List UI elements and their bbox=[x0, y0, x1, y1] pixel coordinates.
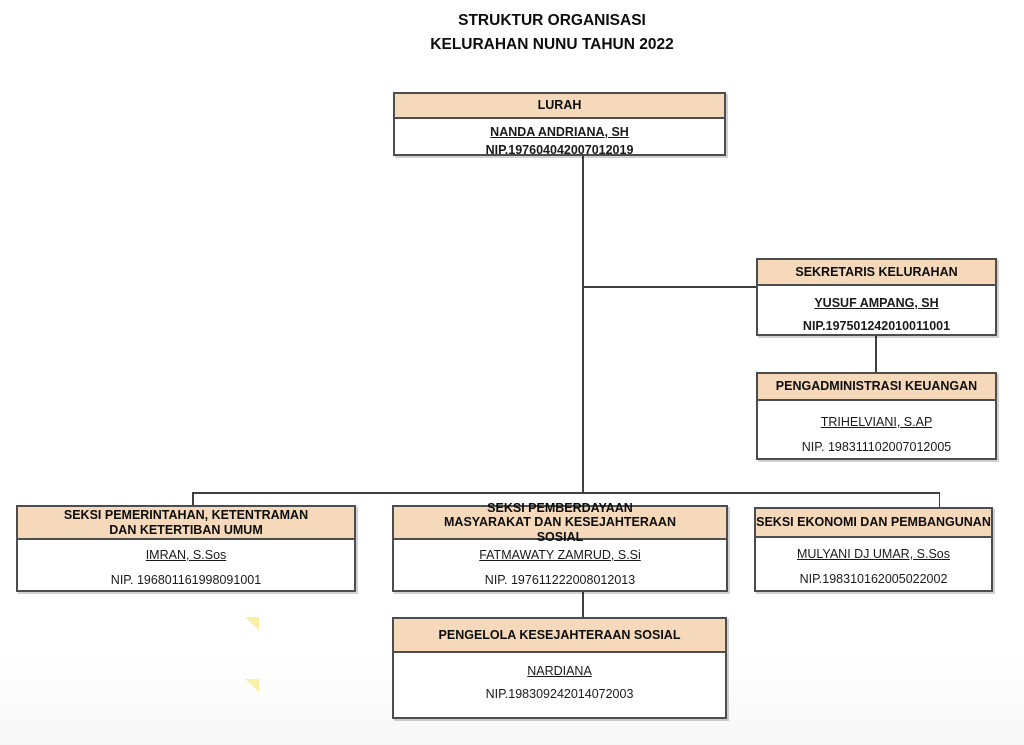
person-name: YUSUF AMPANG, SH bbox=[814, 296, 939, 310]
person-name: NARDIANA bbox=[527, 664, 592, 678]
box-header-label: PENGADMINISTRASI KEUANGAN bbox=[775, 379, 978, 394]
box-body-pengelola: NARDIANA NIP.198309242014072003 bbox=[394, 653, 725, 717]
box-body-seksi-pemberdayaan: FATMAWATY ZAMRUD, S.Si NIP. 197611222008… bbox=[394, 540, 726, 593]
org-box-sekretaris: SEKRETARIS KELURAHAN YUSUF AMPANG, SH NI… bbox=[756, 258, 997, 336]
box-header-label: SEKSI PEMBERDAYAAN MASYARAKAT DAN KESEJA… bbox=[444, 500, 676, 544]
connector-to-pengelola bbox=[582, 592, 584, 618]
box-header-label: SEKSI EKONOMI DAN PEMBANGUNAN bbox=[756, 515, 991, 530]
connector-drop-right bbox=[938, 492, 940, 508]
person-nip: NIP.198310162005022002 bbox=[799, 572, 948, 586]
box-header-lurah: LURAH bbox=[395, 94, 724, 119]
box-body-seksi-ekonomi: MULYANI DJ UMAR, S.Sos NIP.1983101620050… bbox=[756, 538, 991, 592]
person-nip: NIP.197604042007012019 bbox=[485, 143, 634, 157]
org-box-pengadministrasi: PENGADMINISTRASI KEUANGAN TRIHELVIANI, S… bbox=[756, 372, 997, 460]
title-line-2: KELURAHAN NUNU TAHUN 2022 bbox=[430, 36, 674, 53]
org-box-seksi-ekonomi: SEKSI EKONOMI DAN PEMBANGUNAN MULYANI DJ… bbox=[754, 507, 993, 592]
connector-drop-left bbox=[192, 492, 194, 506]
connector-lurah-vertical bbox=[582, 156, 584, 493]
title-line-1: STRUKTUR ORGANISASI bbox=[458, 12, 646, 29]
yellow-triangle-marker-icon bbox=[245, 679, 259, 692]
box-header-seksi-ekonomi: SEKSI EKONOMI DAN PEMBANGUNAN bbox=[756, 509, 991, 538]
person-name: IMRAN, S.Sos bbox=[145, 548, 227, 562]
org-box-lurah: LURAH NANDA ANDRIANA, SH NIP.19760404200… bbox=[393, 92, 726, 159]
org-box-seksi-pemerintahan: SEKSI PEMERINTAHAN, KETENTRAMAN DAN KETE… bbox=[16, 505, 356, 592]
box-header-seksi-pemberdayaan: SEKSI PEMBERDAYAAN MASYARAKAT DAN KESEJA… bbox=[394, 501, 726, 544]
person-name: NANDA ANDRIANA, SH bbox=[490, 125, 629, 139]
box-header-seksi-pemerintahan: SEKSI PEMERINTAHAN, KETENTRAMAN DAN KETE… bbox=[18, 507, 354, 540]
person-name: FATMAWATY ZAMRUD, S.Si bbox=[479, 548, 641, 562]
box-body-seksi-pemerintahan: IMRAN, S.Sos NIP. 196801161998091001 bbox=[18, 540, 354, 593]
box-header-sekretaris: SEKRETARIS KELURAHAN bbox=[758, 260, 995, 286]
connector-to-sekretaris bbox=[583, 286, 756, 288]
person-nip: NIP. 198311102007012005 bbox=[801, 440, 952, 454]
box-header-label: SEKSI PEMERINTAHAN, KETENTRAMAN DAN KETE… bbox=[63, 508, 309, 537]
connector-sekretaris-to-pengadministrasi bbox=[875, 336, 877, 372]
connector-distribution-horizontal bbox=[192, 492, 940, 494]
person-nip: NIP.197501242010011001 bbox=[802, 319, 951, 333]
person-nip: NIP. 196801161998091001 bbox=[110, 573, 262, 587]
box-header-label: SEKRETARIS KELURAHAN bbox=[795, 264, 958, 279]
person-nip: NIP.198309242014072003 bbox=[485, 687, 634, 701]
org-box-seksi-pemberdayaan: SEKSI PEMBERDAYAAN MASYARAKAT DAN KESEJA… bbox=[392, 501, 728, 593]
box-body-lurah: NANDA ANDRIANA, SH NIP.19760404200701201… bbox=[395, 119, 724, 159]
box-header-pengelola: PENGELOLA KESEJAHTERAAN SOSIAL bbox=[394, 619, 725, 653]
box-body-pengadministrasi: TRIHELVIANI, S.AP NIP. 19831110200701200… bbox=[758, 401, 995, 460]
org-box-pengelola: PENGELOLA KESEJAHTERAAN SOSIAL NARDIANA … bbox=[392, 617, 727, 719]
yellow-triangle-marker-icon bbox=[245, 617, 259, 630]
box-header-label: PENGELOLA KESEJAHTERAAN SOSIAL bbox=[438, 627, 681, 642]
person-name: TRIHELVIANI, S.AP bbox=[820, 415, 933, 429]
box-body-sekretaris: YUSUF AMPANG, SH NIP.197501242010011001 bbox=[758, 286, 995, 338]
box-header-label: LURAH bbox=[537, 98, 582, 113]
person-nip: NIP. 197611222008012013 bbox=[484, 573, 636, 587]
box-header-pengadministrasi: PENGADMINISTRASI KEUANGAN bbox=[758, 374, 995, 401]
page-title: STRUKTUR ORGANISASI KELURAHAN NUNU TAHUN… bbox=[430, 9, 673, 57]
person-name: MULYANI DJ UMAR, S.Sos bbox=[796, 547, 951, 561]
